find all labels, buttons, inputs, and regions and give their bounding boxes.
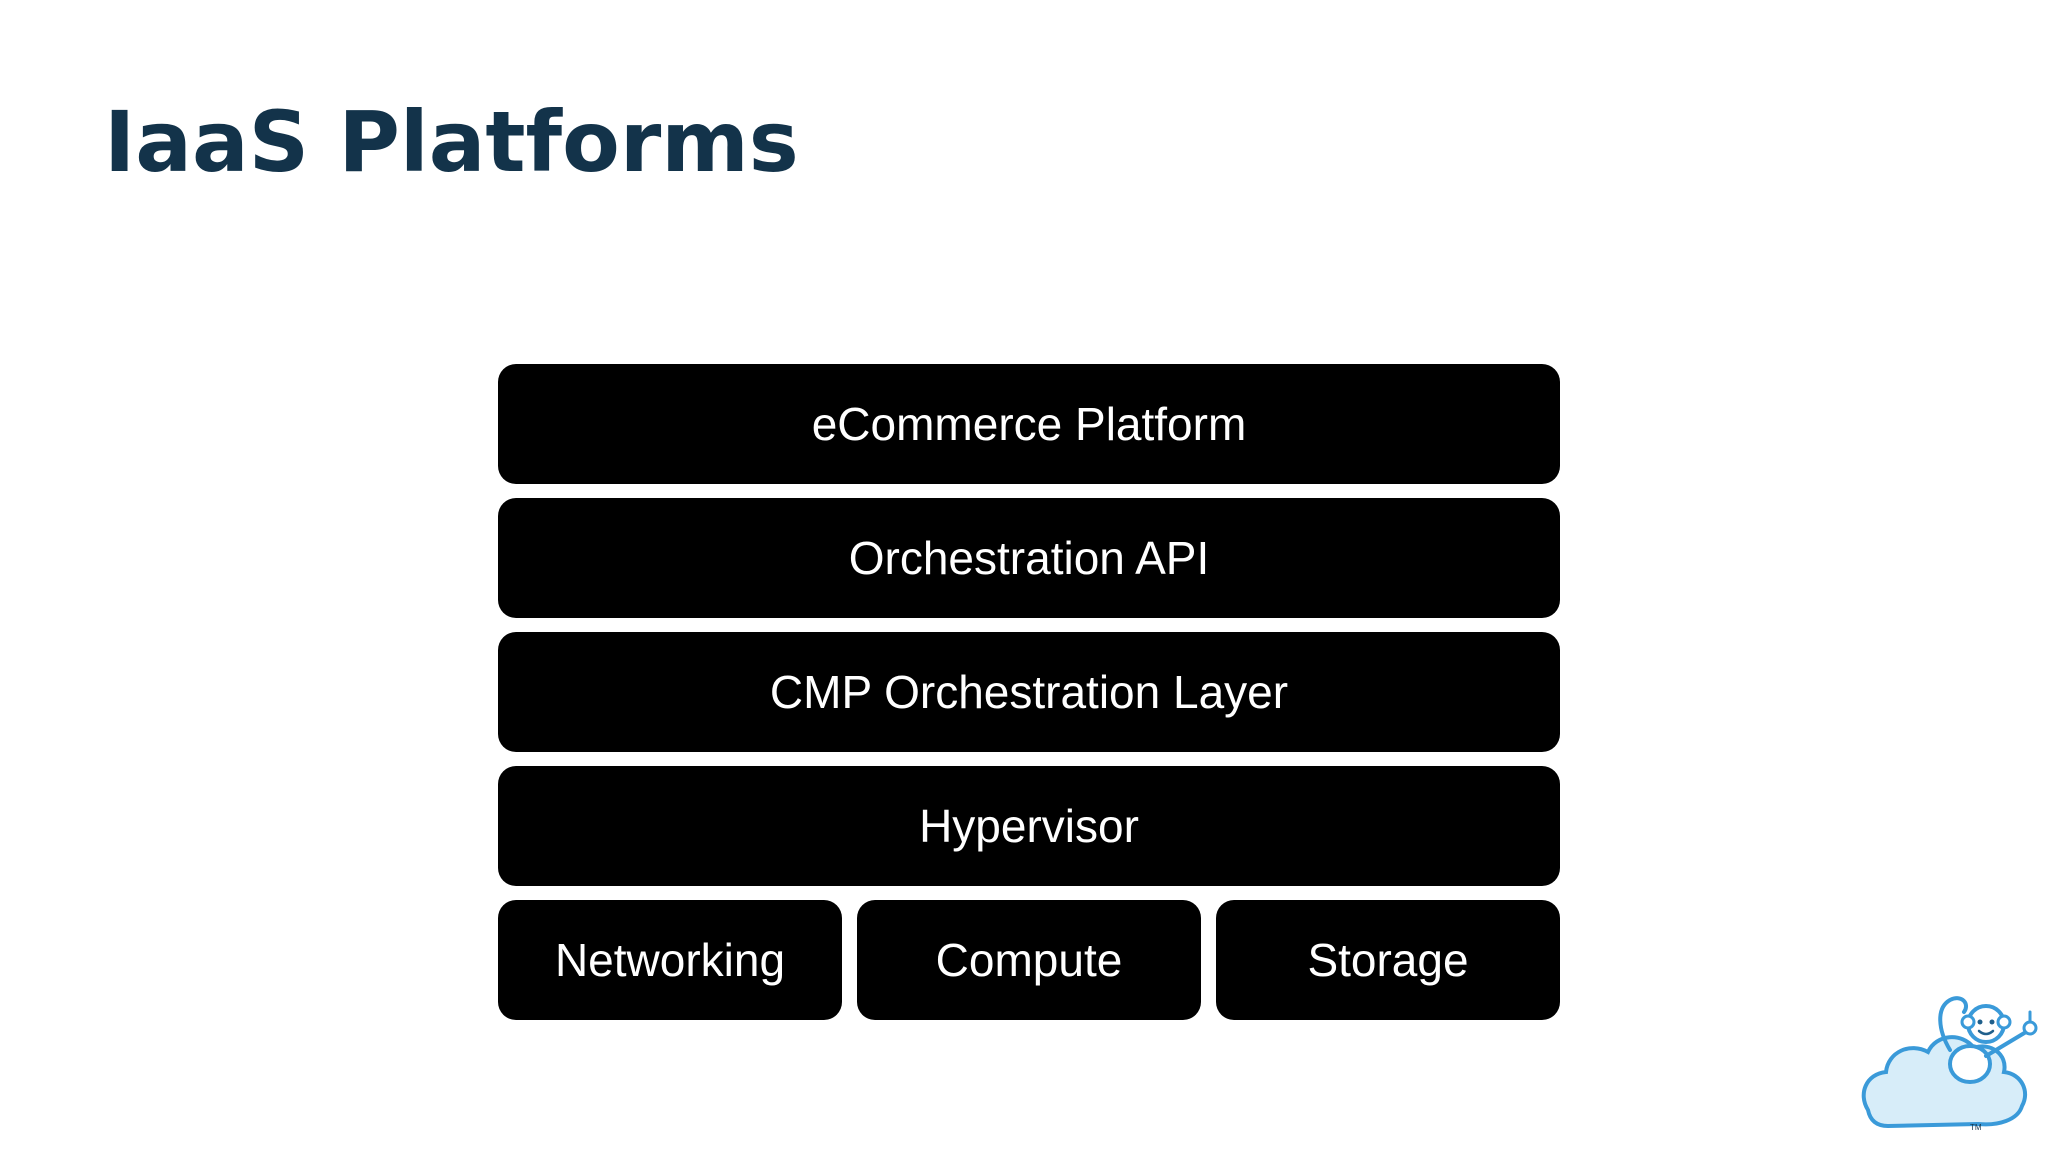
base-storage: Storage <box>1216 900 1560 1020</box>
monkey-body <box>1948 1044 1992 1084</box>
cloud-shape <box>1861 1035 2028 1129</box>
layer-orchestration-api: Orchestration API <box>498 498 1560 618</box>
monkey-smile <box>1977 1029 1995 1036</box>
layer-ecommerce-platform: eCommerce Platform <box>498 364 1560 484</box>
monkey-ear-right <box>1996 1014 2012 1030</box>
thumbs-up-hand <box>2022 1020 2038 1036</box>
monkey-ear-left <box>1960 1014 1976 1030</box>
layer-hypervisor: Hypervisor <box>498 766 1560 886</box>
cloud-monkey-mascot-icon: TM <box>1861 996 2038 1132</box>
base-row: Networking Compute Storage <box>498 900 1560 1020</box>
monkey-eye-left <box>1977 1019 1983 1025</box>
trademark-mark: TM <box>1970 1123 1982 1132</box>
monkey-arm <box>1984 1030 2028 1058</box>
monkey-tail <box>1938 996 1969 1052</box>
slide-title: IaaS Platforms <box>104 93 799 191</box>
monkey-eye-right <box>1989 1019 1995 1025</box>
base-compute: Compute <box>857 900 1201 1020</box>
base-networking: Networking <box>498 900 842 1020</box>
architecture-stack: eCommerce Platform Orchestration API CMP… <box>498 364 1560 1020</box>
layer-cmp-orchestration: CMP Orchestration Layer <box>498 632 1560 752</box>
